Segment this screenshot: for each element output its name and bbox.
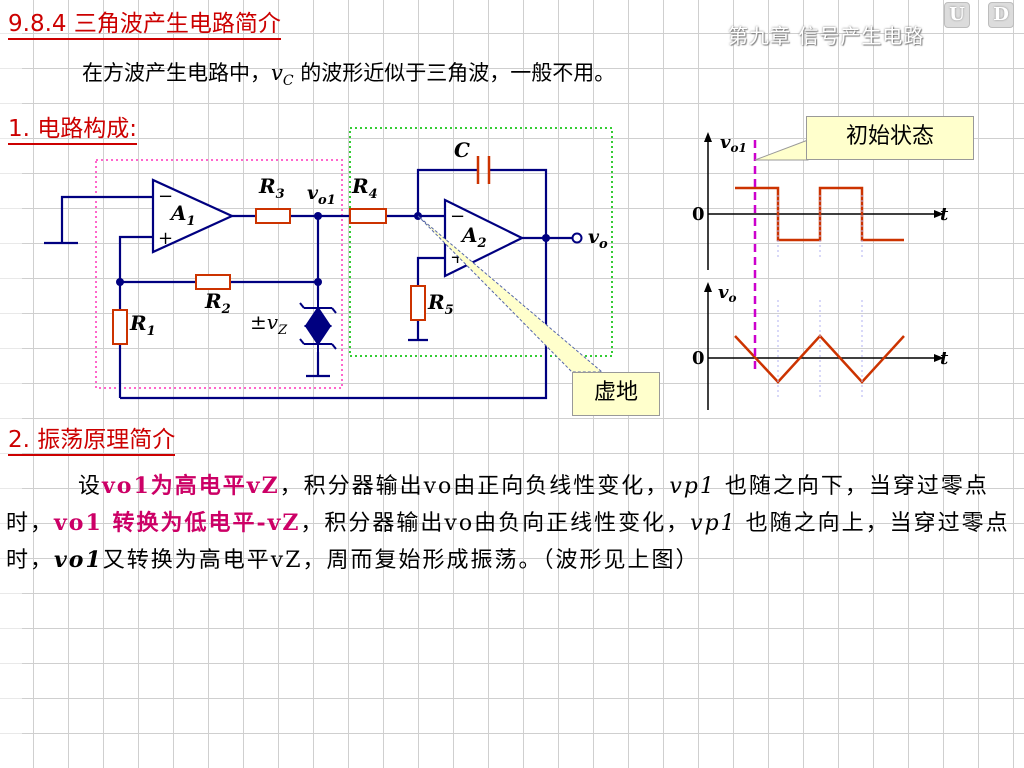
intro-sub: C [282,73,294,90]
para-highlight-2: vo1 转换为低电平-vZ [54,510,301,536]
label-a1: A1 [169,201,196,229]
intro-pre: 在方波产生电路中， [82,61,271,85]
waveform-bottom [704,282,944,410]
intro-post: 的波形近似于三角波，一般不用。 [293,61,616,85]
label-c: C [454,138,470,162]
opamp-a1 [151,178,235,254]
a1-plus-sign: + [158,228,173,249]
label-r4: R4 [351,174,378,202]
section-title: 9.8.4 三角波产生电路简介 [8,10,281,40]
para-p1i: 又转换为高电平vZ，周而复始形成振荡。（波形见上图） [102,548,700,573]
para-p1d: 也随之向下，当穿过零点时， [6,474,989,536]
integrator-box-left [95,159,343,389]
intro-var: v [271,61,283,85]
a2-minus-sign: − [450,206,465,227]
chapter-title: 第九章 信号产生电路 [728,24,925,48]
top-axis-label: vo1 [720,132,747,155]
nav-down-button[interactable]: D [988,2,1014,28]
para-p1e: ，积分器输出vo由负向正线性变化， [300,511,691,536]
bottom-t-label: t [940,348,949,369]
label-r1: R1 [129,311,156,339]
para-p1a: 设 [78,474,103,499]
label-r5: R5 [427,290,454,318]
para-p1h: vo1 [54,547,103,573]
section1-title: 1. 电路构成: [8,115,138,145]
initial-state-pointer [754,139,809,161]
bottom-zero-label: 0 [692,348,705,369]
vo-terminal [571,232,583,244]
para-p1b: ，积分器输出vo由正向负线性变化， [279,474,670,499]
bottom-axis-label: vo [718,282,736,305]
label-vo1: vo1 [307,182,336,208]
virtual-ground-pointer [417,215,604,373]
initial-state-callout: 初始状态 [806,116,974,160]
label-a2: A2 [460,223,487,251]
virtual-ground-callout: 虚地 [572,372,660,416]
capacitor [476,156,491,184]
resistors [112,208,426,345]
wires [44,168,572,400]
para-p1c: vp1 [669,474,716,499]
label-r3: R3 [258,174,285,202]
para-p1f: vp1 [690,511,737,536]
oscillation-paragraph: 设vo1为高电平vZ，积分器输出vo由正向负线性变化，vp1 也随之向下，当穿过… [6,468,1016,579]
label-r2: R2 [204,289,231,317]
nav-up-button[interactable]: U [944,2,970,28]
top-t-label: t [940,204,949,225]
integrator-box-right [349,127,613,357]
para-highlight-1: vo1为高电平vZ [102,473,280,499]
label-vo: vo [588,226,608,252]
zener-diode [299,300,337,352]
section2-title: 2. 振荡原理简介 [8,426,176,456]
waveform-top [704,132,944,270]
left-margin-band [0,0,22,768]
top-zero-label: 0 [692,204,705,225]
junction-nodes [116,212,550,286]
intro-text: 在方波产生电路中，vC 的波形近似于三角波，一般不用。 [82,58,615,96]
para-p1g: 也随之向上，当穿过零点时， [6,511,1010,573]
label-vz: ±vZ [250,310,288,338]
a1-minus-sign: − [158,186,173,207]
